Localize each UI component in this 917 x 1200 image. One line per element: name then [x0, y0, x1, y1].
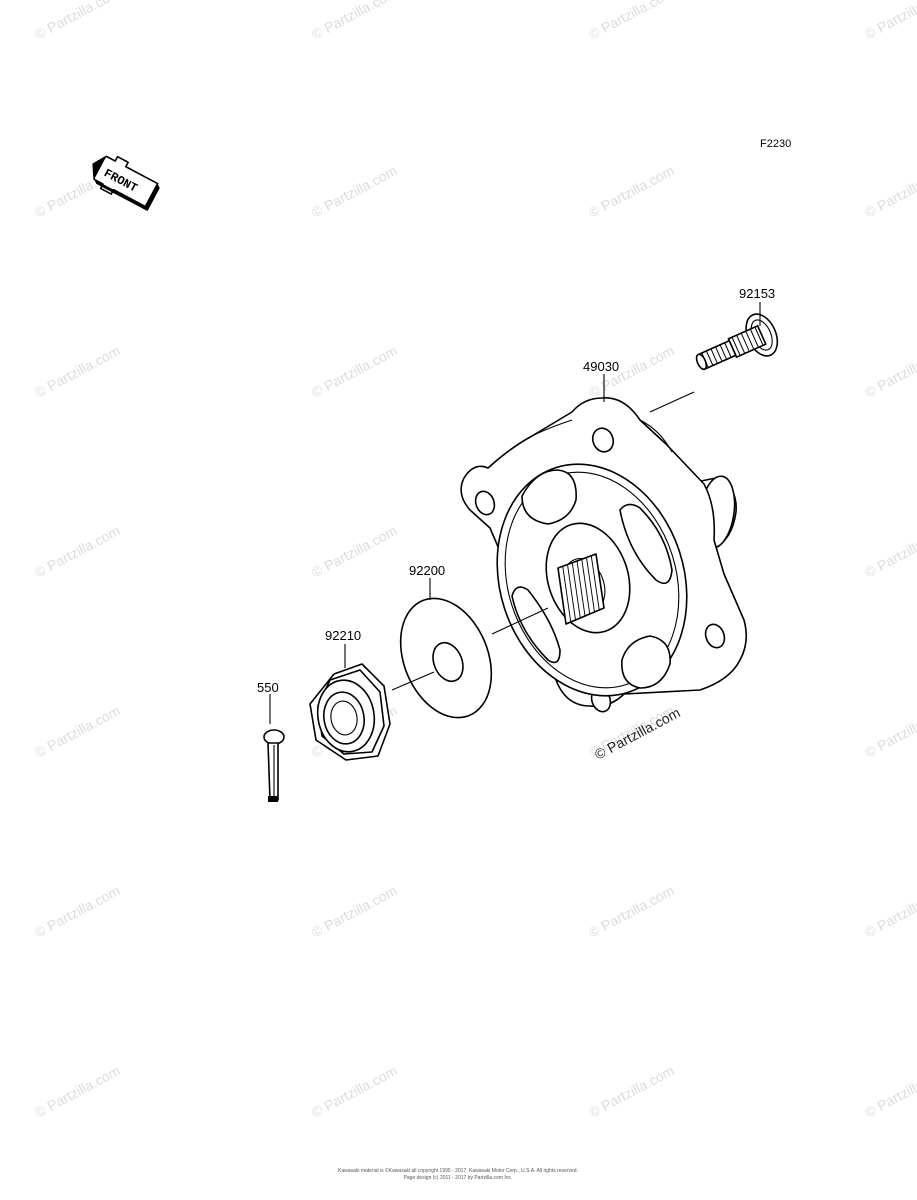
- watermark-layer: © Partzilla.com © Partzilla.com © Partzill…: [32, 0, 917, 1121]
- part-label-550[interactable]: 550: [257, 680, 279, 695]
- part-label-92200[interactable]: 92200: [409, 563, 445, 578]
- partzilla-watermark: © Partzilla.com: [862, 522, 917, 580]
- spline-lines: [557, 553, 605, 625]
- copyright-line-2: Page design (c) 2011 - 2017 by Partzilla…: [404, 1175, 513, 1181]
- partzilla-watermark: © Partzilla.com: [862, 702, 917, 760]
- partzilla-watermark: © Partzilla.com: [309, 882, 400, 940]
- partzilla-watermark: © Partzilla.com: [32, 882, 123, 940]
- partzilla-watermark: © Partzilla.com: [32, 522, 123, 580]
- partzilla-watermark: © Partzilla.com: [32, 0, 123, 43]
- part-label-92210[interactable]: 92210: [325, 628, 361, 643]
- leader-lines: [269, 302, 761, 724]
- partzilla-watermark: © Partzilla.com: [862, 0, 917, 43]
- part-label-49030[interactable]: 49030: [583, 359, 619, 374]
- partzilla-watermark: © Partzilla.com: [862, 882, 917, 940]
- partzilla-watermark: © Partzilla.com: [309, 162, 400, 220]
- partzilla-watermark: © Partzilla.com: [586, 0, 677, 43]
- partzilla-watermark: © Partzilla.com: [586, 882, 677, 940]
- partzilla-watermark: © Partzilla.com: [586, 162, 677, 220]
- cotter-pin-550[interactable]: [263, 729, 285, 802]
- partzilla-watermark: © Partzilla.com: [862, 162, 917, 220]
- partzilla-watermark-main: © Partzilla.com: [592, 704, 683, 762]
- hub-49030[interactable]: [460, 397, 748, 721]
- stud-knurl-lines: [701, 326, 764, 368]
- partzilla-watermark: © Partzilla.com: [586, 1062, 677, 1120]
- partzilla-watermark: © Partzilla.com: [309, 522, 400, 580]
- partzilla-watermark: © Partzilla.com: [862, 1062, 917, 1120]
- nut-92210[interactable]: [309, 663, 391, 761]
- diagram-code: F2230: [760, 138, 791, 150]
- partzilla-watermark: © Partzilla.com: [862, 342, 917, 400]
- stud-92153[interactable]: [689, 309, 784, 383]
- copyright-line-1: Kawasaki material is ©Kawasaki all copyr…: [338, 1167, 578, 1174]
- partzilla-watermark: © Partzilla.com: [32, 342, 123, 400]
- partzilla-watermark: © Partzilla.com: [309, 1062, 400, 1120]
- part-label-92153[interactable]: 92153: [739, 286, 775, 301]
- front-arrow-icon: FRONT: [92, 155, 160, 212]
- washer-92200[interactable]: [384, 585, 508, 731]
- partzilla-watermark: © Partzilla.com: [309, 0, 400, 43]
- partzilla-watermark: © Partzilla.com: [32, 702, 123, 760]
- partzilla-watermark: © Partzilla.com: [32, 1062, 123, 1120]
- partzilla-watermark: © Partzilla.com: [309, 342, 400, 400]
